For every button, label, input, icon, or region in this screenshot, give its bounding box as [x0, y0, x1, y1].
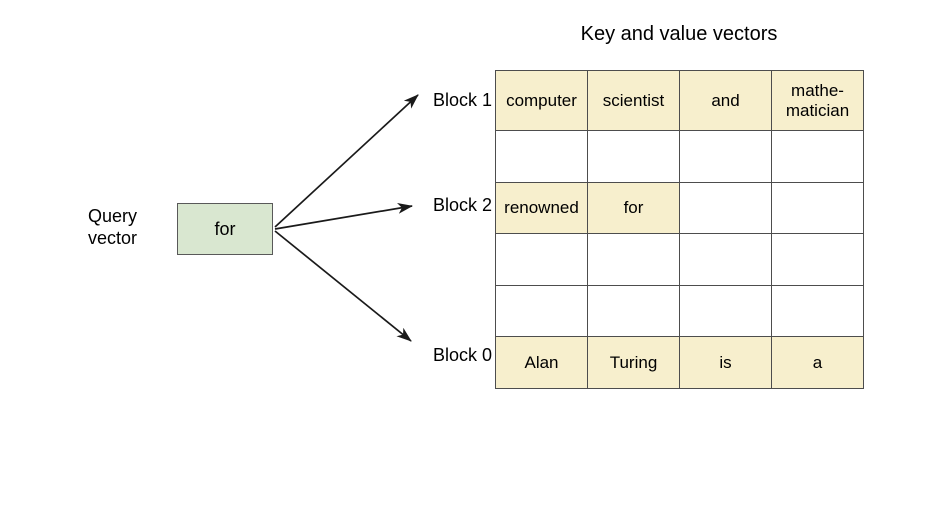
key-value-cell-filled[interactable]: mathe-matician: [771, 70, 864, 131]
key-value-grid-row: renowned for: [495, 181, 864, 235]
arrow-to-block-0-line: [274, 230, 412, 342]
key-value-cell-filled[interactable]: scientist: [587, 70, 680, 131]
key-value-grid-row: computer scientist and mathe-matician: [495, 70, 864, 131]
key-value-cell-text: a: [812, 352, 823, 372]
key-value-cell-filled[interactable]: computer: [495, 70, 588, 131]
arrow-to-block-2-line: [274, 202, 414, 230]
key-value-cell-filled[interactable]: Alan: [495, 336, 588, 389]
key-value-cell-filled[interactable]: is: [679, 336, 772, 389]
key-value-grid-row: [495, 284, 864, 338]
query-vector-token: for: [214, 218, 236, 239]
key-value-cell-empty[interactable]: [771, 284, 864, 338]
key-value-cell-filled[interactable]: and: [679, 70, 772, 131]
key-value-cell-text: renowned: [504, 197, 579, 217]
query-vector-box[interactable]: for: [177, 203, 273, 255]
key-value-cell-empty[interactable]: [771, 181, 864, 235]
arrow-to-block-1-line: [274, 94, 419, 228]
key-value-cell-empty[interactable]: [587, 233, 680, 286]
key-value-cell-empty[interactable]: [495, 284, 588, 338]
key-value-cell-empty[interactable]: [679, 130, 772, 183]
key-value-grid-row: [495, 233, 864, 286]
key-value-cell-text: computer: [506, 90, 577, 110]
query-vector-label: Query vector: [88, 205, 174, 249]
key-value-cell-text: mathe-: [791, 80, 844, 100]
key-value-cell-empty[interactable]: [587, 130, 680, 183]
key-value-cell-text: Alan: [524, 352, 559, 372]
key-value-cell-filled[interactable]: renowned: [495, 181, 588, 235]
key-value-grid-body: computer scientist and mathe-matician renown…: [495, 70, 864, 389]
key-value-cell-filled[interactable]: a: [771, 336, 864, 389]
key-value-cell-text: scientist: [602, 90, 665, 110]
key-value-cell-empty[interactable]: [771, 130, 864, 183]
block-label-block-2: Block 2: [432, 195, 492, 215]
diagram-title: Key and value vectors: [580, 23, 778, 45]
key-value-cell-text: matician: [785, 100, 850, 120]
block-label-block-0: Block 0: [432, 345, 492, 365]
key-value-grid-row: [495, 130, 864, 183]
key-value-cell-empty[interactable]: [495, 130, 588, 183]
key-value-cell-empty[interactable]: [679, 181, 772, 235]
key-value-grid-row: Alan Turing is a: [495, 336, 864, 389]
key-value-cell-empty[interactable]: [771, 233, 864, 286]
key-value-grid: computer scientist and mathe-matician renown…: [495, 70, 864, 389]
query-vector-label-line2: vector: [88, 228, 138, 248]
key-value-cell-text: is: [719, 352, 732, 372]
key-value-cell-filled[interactable]: for: [587, 181, 680, 235]
block-label-block-1: Block 1: [432, 90, 492, 110]
key-value-cell-empty[interactable]: [495, 233, 588, 286]
key-value-cell-empty[interactable]: [679, 284, 772, 338]
key-value-cell-text: for: [623, 197, 644, 217]
key-value-cell-text: Turing: [609, 352, 658, 372]
key-value-cell-text: and: [711, 90, 740, 110]
key-value-cell-empty[interactable]: [679, 233, 772, 286]
query-vector-label-line1: Query: [88, 206, 138, 226]
key-value-cell-filled[interactable]: Turing: [587, 336, 680, 389]
key-value-cell-empty[interactable]: [587, 284, 680, 338]
